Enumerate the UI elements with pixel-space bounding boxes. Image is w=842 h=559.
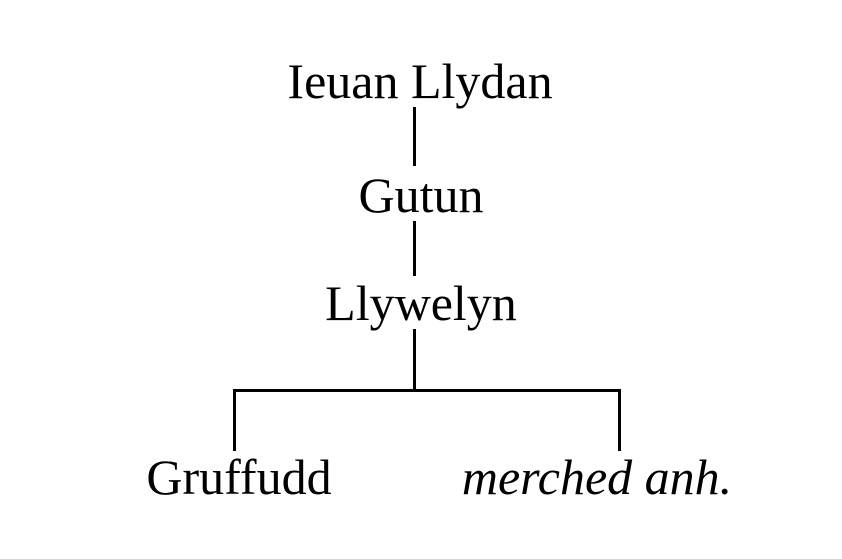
sibling-bar	[233, 389, 621, 392]
connector-sibling-bar-to-merched-anh	[618, 389, 621, 451]
connector-llywelyn-to-sibling-bar	[413, 329, 416, 392]
node-merched-anh: merched anh.	[461, 449, 733, 505]
connector-sibling-bar-to-gruffudd	[233, 389, 236, 451]
node-llywelyn: Llywelyn	[325, 275, 517, 331]
node-gutun: Gutun	[358, 167, 484, 223]
node-gruffudd: Gruffudd	[146, 449, 332, 505]
connector-ieuan-llydan-to-gutun	[413, 107, 416, 166]
node-ieuan-llydan: Ieuan Llydan	[287, 53, 553, 109]
connector-gutun-to-llywelyn	[413, 221, 416, 276]
